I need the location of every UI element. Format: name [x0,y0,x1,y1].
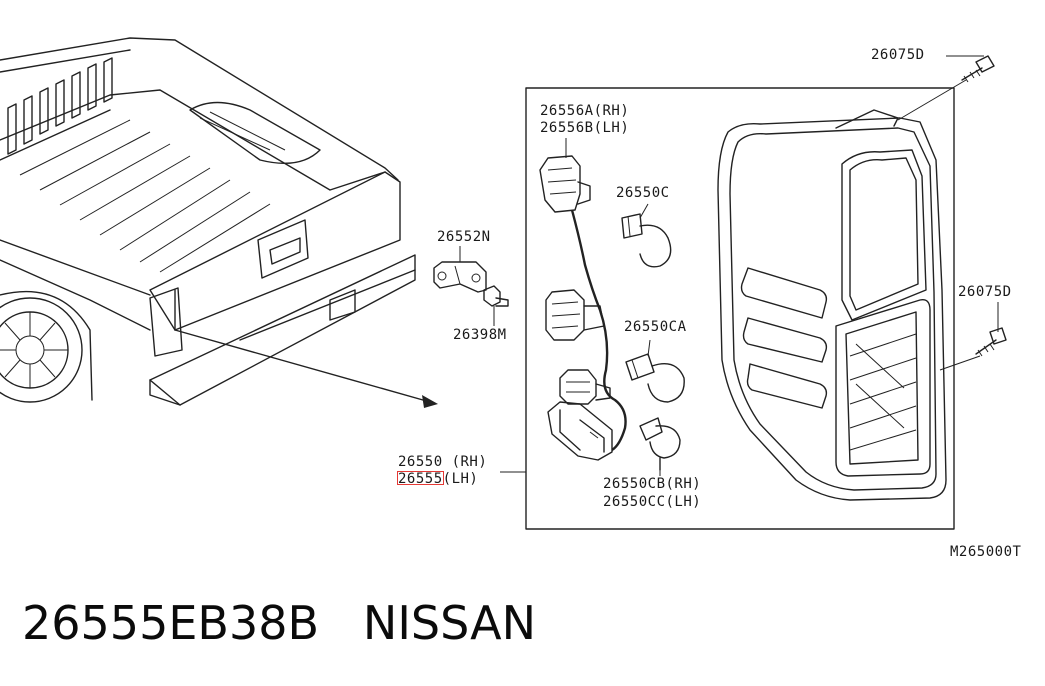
label-bulb-ca: 26550CA [624,319,687,335]
bolt-right [939,302,1007,371]
brand-name: NISSAN [362,596,537,650]
truck-illustration [0,37,438,408]
wiring-harness [570,209,627,452]
parts-frame [525,87,955,530]
highlight-box [397,471,444,485]
bulb-26550cb [639,417,681,471]
part-number: 26555EB38B [22,596,320,650]
socket-26556 [539,155,591,213]
label-socket-b: 26556B(LH) [540,120,630,136]
label-lamp-lh: 26555(LH) [398,471,479,487]
bracket-26552n [433,261,487,293]
label-bulb-c: 26550C [616,185,670,201]
tail-lamp-assembly [717,109,947,501]
clip-26398m [483,285,509,307]
bolt-top [897,55,995,121]
label-bulb-cc: 26550CC(LH) [603,494,702,510]
label-bolt-top: 26075D [871,47,925,63]
label-bracket: 26552N [437,229,491,245]
label-clip: 26398M [453,327,507,343]
leader-lines [459,138,661,476]
label-socket-a: 26556A(RH) [540,103,630,119]
connector [547,401,613,461]
diagram-code: M265000T [950,544,1022,560]
bulb-26550c [621,213,672,268]
socket-mid [545,289,605,341]
part-caption: 26555EB38B NISSAN [22,596,536,650]
label-bulb-cb: 26550CB(RH) [603,476,702,492]
label-bolt-right: 26075D [958,284,1012,300]
bulb-26550ca [625,353,685,403]
socket-lower [559,369,611,405]
label-lamp-rh: 26550 (RH) [398,454,488,470]
